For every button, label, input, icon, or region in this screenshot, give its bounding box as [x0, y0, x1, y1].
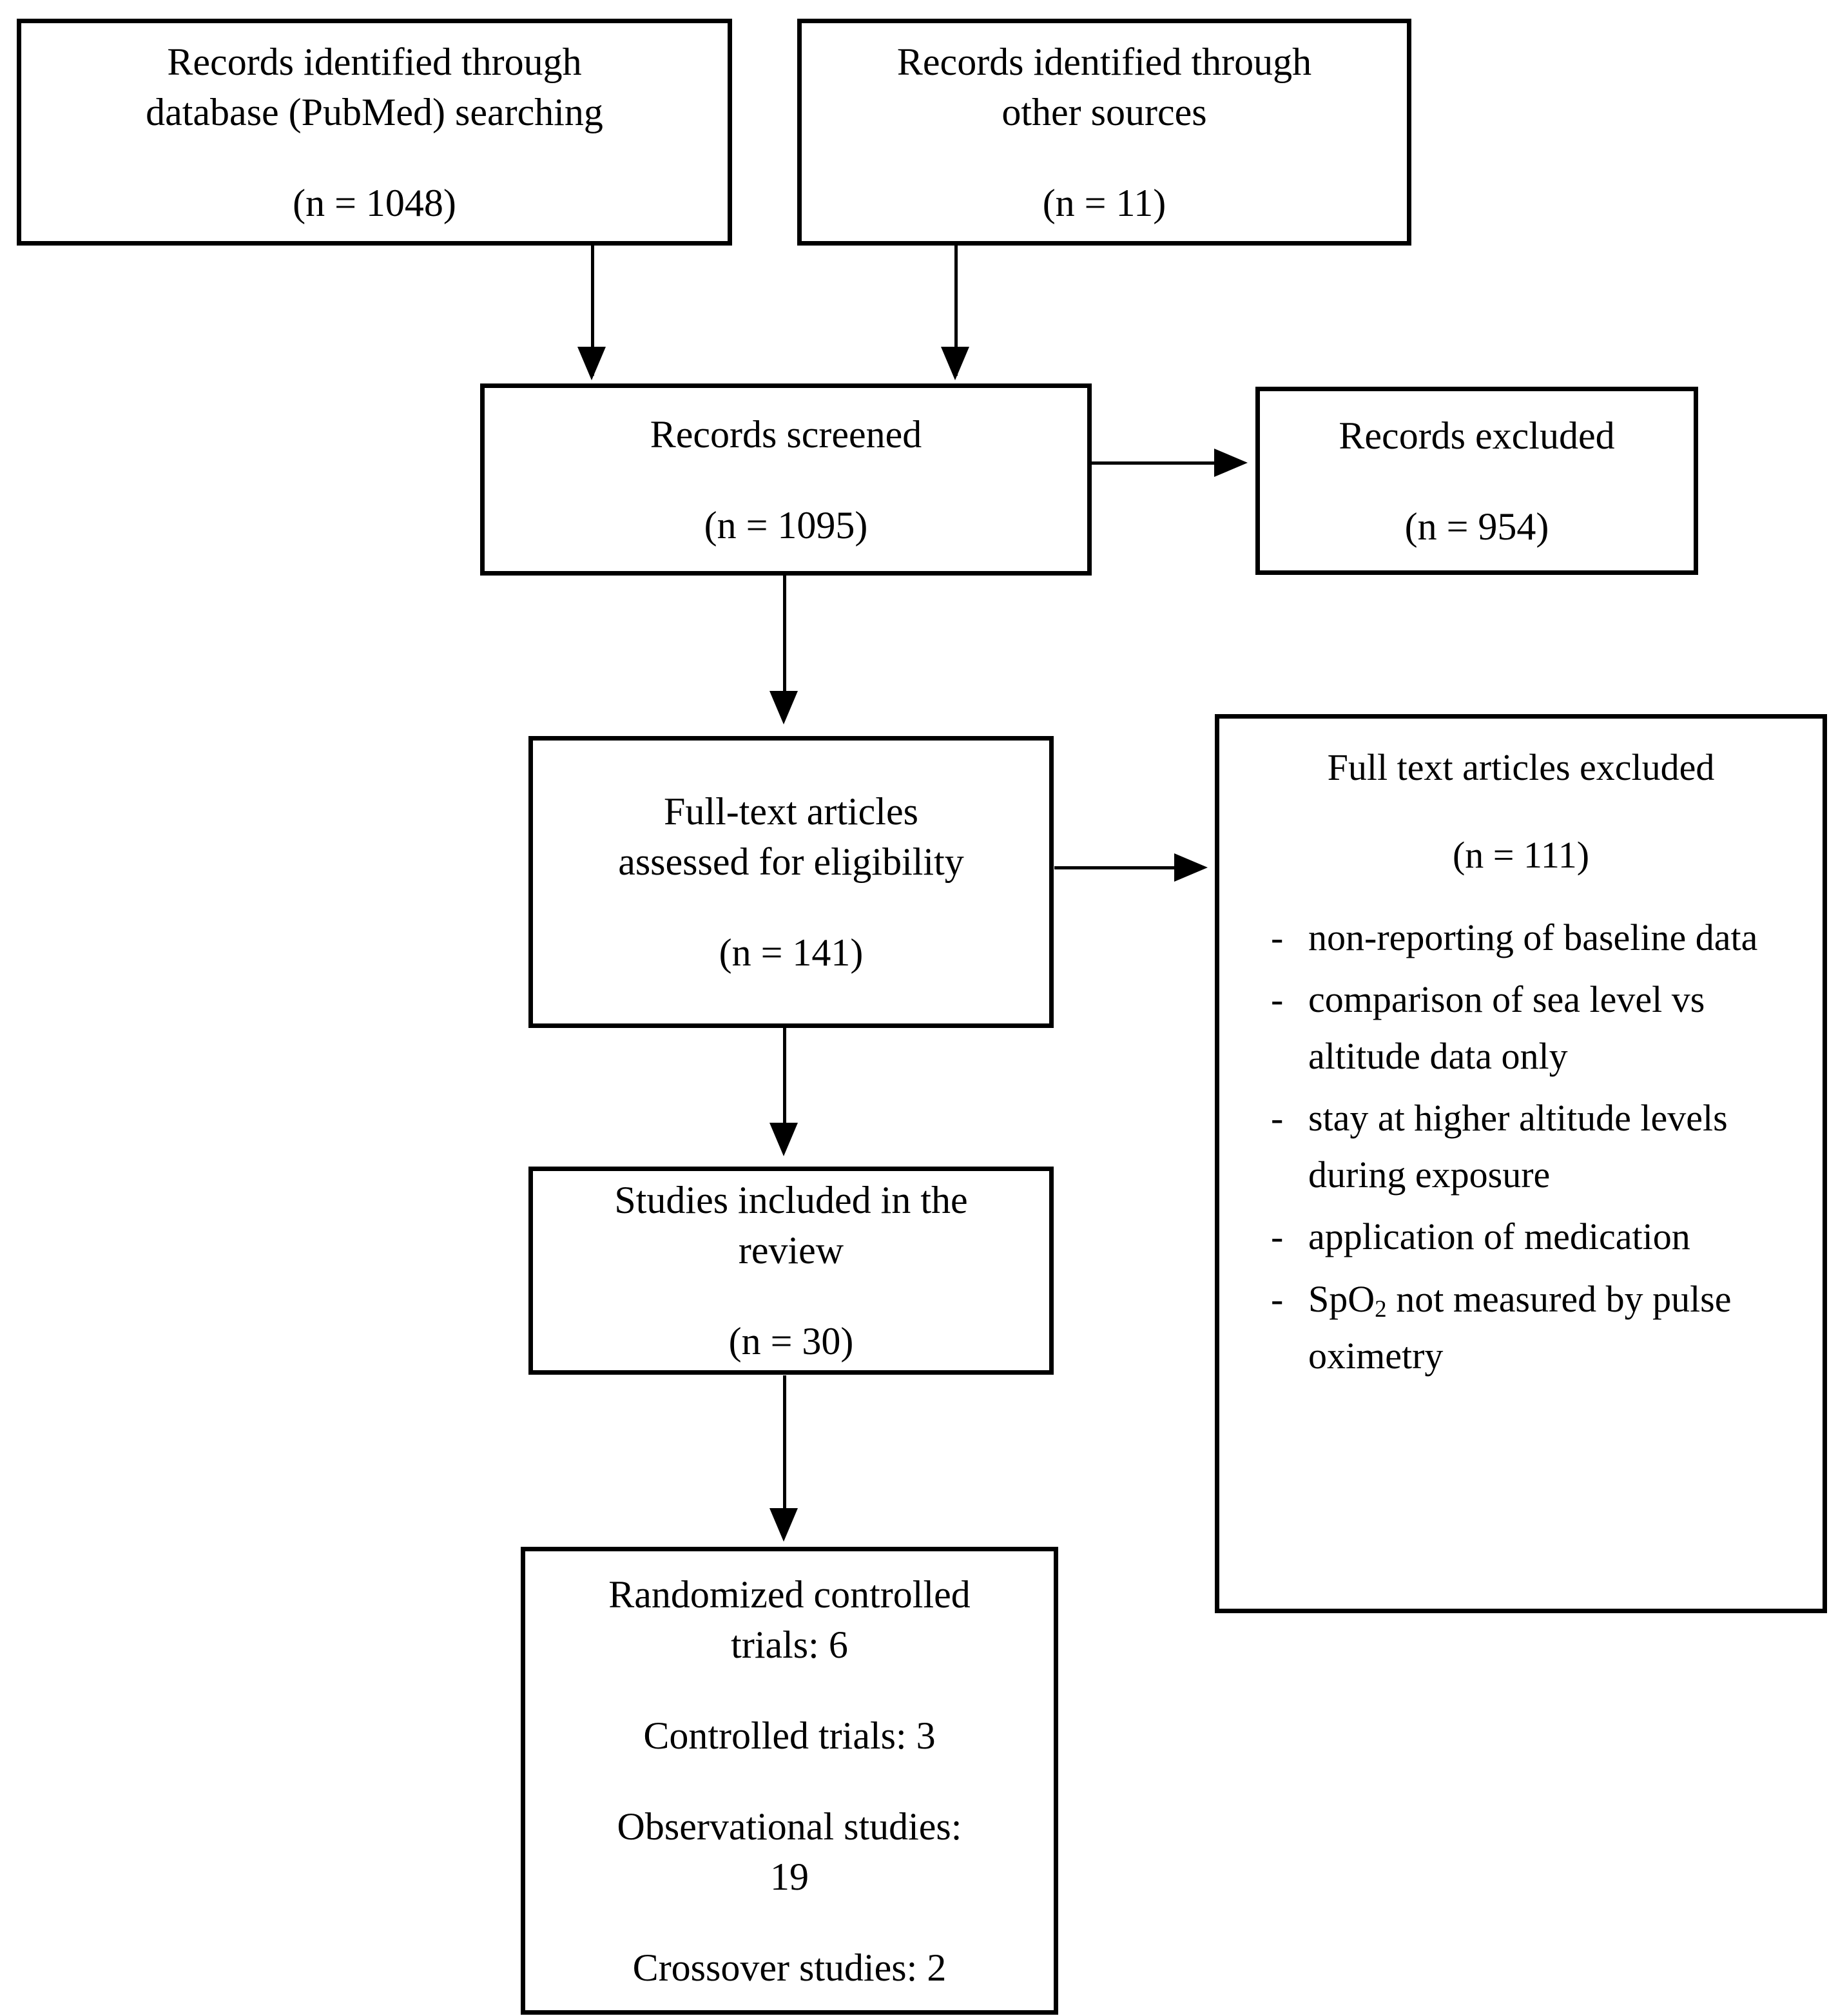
records-screened-count: (n = 1095)	[704, 503, 868, 547]
other-sources-line1: Records identified through	[896, 40, 1312, 83]
study-types-line4: Observational studies:	[617, 1805, 962, 1848]
studies-included-line2: review	[738, 1229, 844, 1272]
edge-fulltext-to-excluded-arrow	[1174, 853, 1208, 882]
exclusion-reason-item: -stay at higher altitude levels during e…	[1271, 1090, 1797, 1203]
bullet-dash-icon: -	[1271, 1277, 1284, 1320]
edge-database-to-screened-arrow	[577, 347, 606, 380]
other-sources-line2: other sources	[1001, 90, 1207, 133]
exclusion-reason-text: non-reporting of baseline data	[1308, 916, 1758, 958]
exclusion-reason-item: -comparison of sea level vs altitude dat…	[1271, 971, 1797, 1085]
fulltext-assessed-line1: Full-text articles	[664, 790, 918, 833]
edge-included-to-types-line	[783, 1375, 786, 1511]
edge-fulltext-to-included-line	[783, 1026, 786, 1126]
edge-database-to-screened-line	[591, 244, 594, 376]
database-search-count: (n = 1048)	[293, 181, 456, 224]
node-database-search: Records identified through database (Pub…	[17, 19, 732, 246]
study-types-line3: Controlled trials: 3	[643, 1714, 936, 1757]
exclusion-reason-text: SpO2 not measured by pulse oximetry	[1308, 1277, 1732, 1377]
edge-fulltext-to-excluded-line	[1054, 866, 1177, 869]
database-search-line2: database (PubMed) searching	[146, 90, 603, 133]
bullet-dash-icon: -	[1271, 916, 1284, 958]
node-studies-included: Studies included in the review (n = 30)	[528, 1167, 1054, 1375]
node-records-excluded: Records excluded (n = 954)	[1255, 387, 1698, 575]
fulltext-excluded-header: Full text articles excluded (n = 111)	[1219, 743, 1823, 880]
exclusion-reason-text: application of medication	[1308, 1216, 1690, 1258]
exclusion-reasons-list: -non-reporting of baseline data-comparis…	[1219, 909, 1823, 1390]
exclusion-reason-item: -application of medication	[1271, 1208, 1797, 1265]
exclusion-reason-text: comparison of sea level vs altitude data…	[1308, 978, 1705, 1077]
study-types-line1: Randomized controlled	[608, 1573, 971, 1616]
records-excluded-count: (n = 954)	[1404, 505, 1549, 548]
bullet-dash-icon: -	[1271, 978, 1284, 1020]
study-types-line5: 19	[770, 1855, 809, 1898]
edge-screened-to-fulltext-line	[783, 576, 786, 698]
study-types-line6: Crossover studies: 2	[632, 1946, 947, 1989]
edge-screened-to-excluded-line	[1092, 461, 1221, 465]
exclusion-reason-item: -SpO2 not measured by pulse oximetry	[1271, 1271, 1797, 1385]
records-screened-label: Records screened	[650, 412, 922, 456]
fulltext-assessed-line2: assessed for eligibility	[618, 840, 964, 883]
node-fulltext-assessed: Full-text articles assessed for eligibil…	[528, 736, 1054, 1028]
edge-screened-to-excluded-arrow	[1214, 449, 1248, 477]
studies-included-count: (n = 30)	[728, 1320, 854, 1362]
edge-screened-to-fulltext-arrow	[769, 691, 798, 724]
records-excluded-label: Records excluded	[1339, 414, 1615, 457]
fulltext-excluded-label: Full text articles excluded	[1327, 746, 1715, 788]
other-sources-count: (n = 11)	[1042, 181, 1166, 224]
study-types-line2: trials: 6	[731, 1623, 848, 1666]
node-records-screened: Records screened (n = 1095)	[480, 383, 1092, 576]
exclusion-reason-item: -non-reporting of baseline data	[1271, 909, 1797, 966]
fulltext-assessed-count: (n = 141)	[719, 931, 864, 974]
node-study-types: Randomized controlled trials: 6 Controll…	[521, 1547, 1058, 2015]
edge-included-to-types-arrow	[769, 1508, 798, 1542]
edge-other-to-screened-line	[954, 244, 958, 376]
edge-fulltext-to-included-arrow	[769, 1123, 798, 1156]
bullet-dash-icon: -	[1271, 1097, 1284, 1139]
database-search-line1: Records identified through	[167, 40, 582, 83]
bullet-dash-icon: -	[1271, 1216, 1284, 1258]
exclusion-reason-text: stay at higher altitude levels during ex…	[1308, 1097, 1728, 1196]
edge-other-to-screened-arrow	[941, 347, 969, 380]
node-other-sources: Records identified through other sources…	[797, 19, 1411, 246]
fulltext-excluded-count: (n = 111)	[1452, 834, 1590, 877]
studies-included-line1: Studies included in the	[614, 1179, 968, 1221]
node-fulltext-excluded: Full text articles excluded (n = 111) -n…	[1215, 714, 1827, 1613]
